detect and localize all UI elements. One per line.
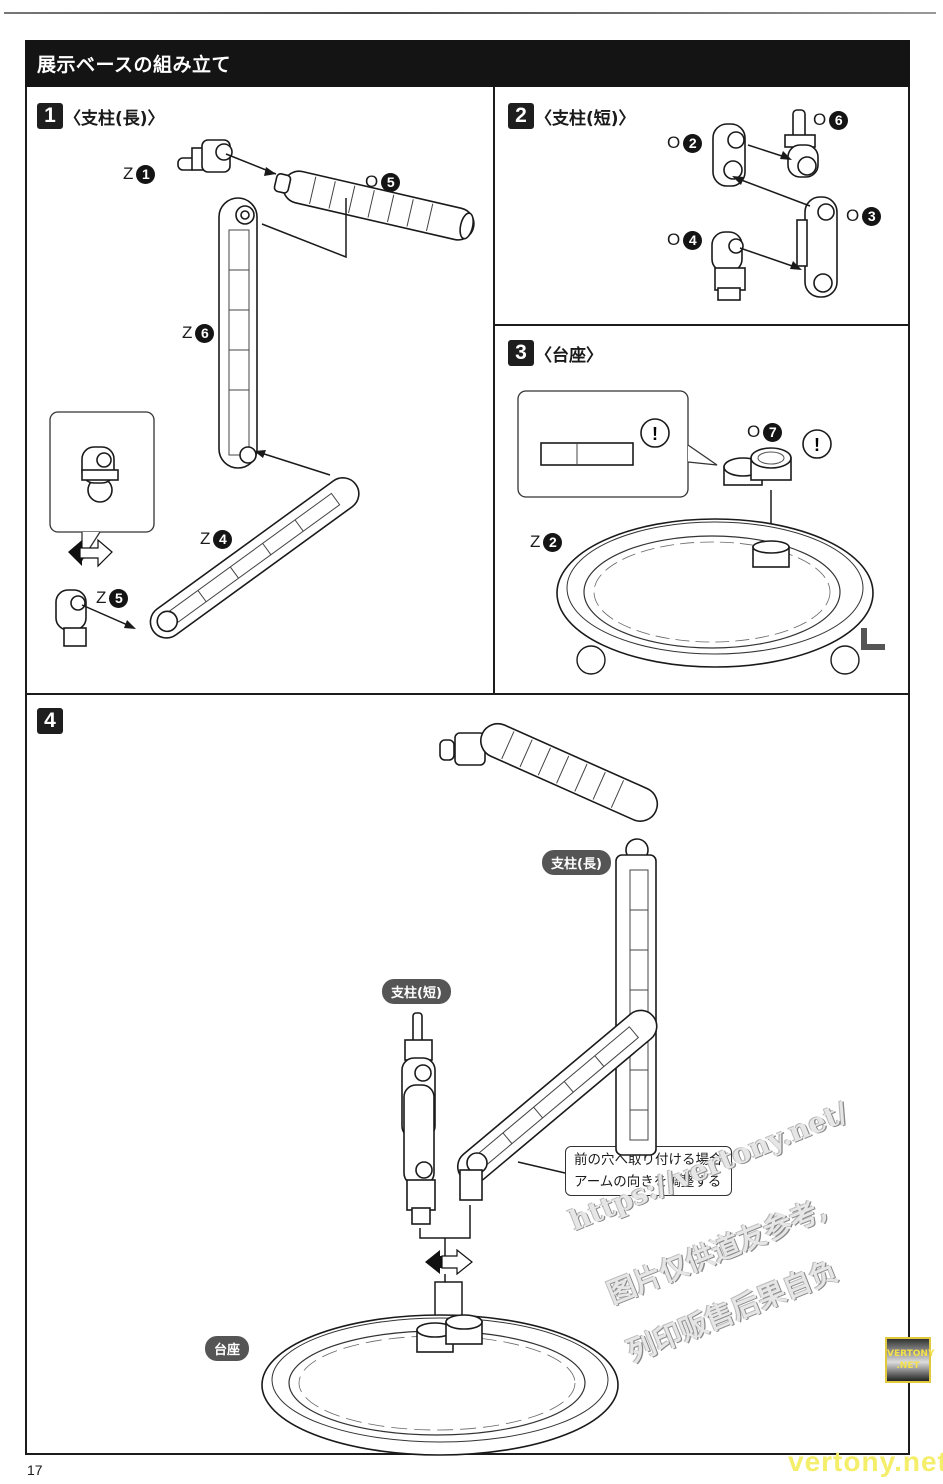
svg-text:!: ! bbox=[814, 435, 820, 455]
assembled-base bbox=[261, 1314, 619, 1456]
connector-part-o4 bbox=[711, 231, 746, 301]
connector-part-z3 bbox=[81, 446, 119, 503]
step-title: 〈支柱(短)〉 bbox=[535, 109, 636, 129]
arm-part-o5 bbox=[273, 170, 475, 241]
assembled-long-post bbox=[439, 722, 659, 1201]
step-title: 〈台座〉 bbox=[535, 346, 603, 366]
socket-part-o7 bbox=[723, 447, 792, 486]
connector-part-z1 bbox=[177, 139, 233, 173]
note-line: アームの向きを調整する bbox=[574, 1174, 722, 1190]
watermark-footer: vertony.net bbox=[788, 1446, 943, 1477]
detail-side-view bbox=[540, 442, 634, 466]
connector-part-z5 bbox=[55, 589, 87, 647]
cutter-icon bbox=[576, 645, 606, 675]
step-3-diagram: ! ! bbox=[517, 390, 885, 675]
step-4-diagram bbox=[261, 722, 659, 1456]
top-rule bbox=[4, 12, 936, 14]
post-part-z6 bbox=[218, 197, 258, 469]
step-number: 3 bbox=[508, 340, 534, 366]
watermark-badge: VERTONY .NET bbox=[885, 1337, 934, 1383]
step-title: 〈支柱(長)〉 bbox=[64, 109, 165, 129]
joint-part-o2 bbox=[712, 123, 746, 187]
tip-part-o6 bbox=[784, 109, 819, 178]
step-1-diagram bbox=[49, 139, 475, 647]
section-header: 展示ベースの組み立て bbox=[25, 40, 910, 87]
nipper-icon bbox=[830, 645, 860, 675]
swap-arrow-right bbox=[79, 538, 113, 568]
label-long-post: 支柱(長) bbox=[542, 850, 611, 875]
base-part-z2 bbox=[556, 518, 874, 668]
svg-text:!: ! bbox=[652, 424, 658, 444]
swap-arrow-right bbox=[441, 1248, 473, 1276]
step-2-diagram bbox=[711, 109, 838, 301]
step-number: 1 bbox=[37, 103, 63, 129]
adjustment-note: 前の穴へ取り付ける場合 アームの向きを調整する bbox=[565, 1146, 732, 1196]
assembled-short-post bbox=[401, 1012, 436, 1225]
section-title: 展示ベースの組み立て bbox=[37, 54, 232, 76]
caution-icon bbox=[640, 418, 670, 448]
divider-vertical-top bbox=[493, 87, 495, 694]
divider-step2-step3 bbox=[493, 324, 910, 326]
page-number: 17 bbox=[27, 1462, 43, 1478]
label-base: 台座 bbox=[205, 1336, 250, 1361]
step-number: 2 bbox=[508, 103, 534, 129]
label-short-post: 支柱(短) bbox=[382, 979, 451, 1004]
link-part-o3 bbox=[796, 196, 838, 298]
step-number: 4 bbox=[37, 708, 63, 734]
gate-nub-icon bbox=[861, 628, 885, 650]
caution-icon bbox=[802, 429, 832, 459]
arm-part-z4 bbox=[149, 477, 360, 639]
note-line: 前の穴へ取り付ける場合 bbox=[574, 1152, 723, 1168]
divider-top-bottom bbox=[25, 693, 910, 695]
